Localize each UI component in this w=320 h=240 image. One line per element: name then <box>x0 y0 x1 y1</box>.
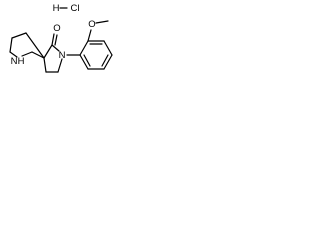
benzene-bond-1 <box>79 40 89 56</box>
lactam-n-label: N <box>59 50 66 61</box>
carbonyl-bond-a <box>51 33 55 46</box>
carbonyl-o-label: O <box>53 23 60 34</box>
structure-diagram: H Cl N H O N <box>0 0 140 94</box>
pyrrolidinone-ring: O N <box>43 23 66 73</box>
lactam-bond-ch2-spiro <box>43 57 47 73</box>
benzene-bond-3 <box>103 40 113 56</box>
lactam-bond-spiro-carbonyl <box>43 44 53 59</box>
piperidine-bond-n-c <box>9 51 18 58</box>
methoxy-group: O <box>87 19 109 42</box>
piperidine-ring: N H <box>9 32 45 67</box>
piperidine-bond-c-c-top <box>11 32 27 39</box>
benzene-double-bond-left <box>83 54 91 67</box>
benzene-double-bond-right <box>101 54 109 67</box>
aryl-o-bond <box>87 29 92 42</box>
piperidine-bond-c-n <box>21 51 33 57</box>
o-methyl-bond <box>95 20 109 24</box>
benzene-ring <box>79 40 113 70</box>
piperidine-bond-c-spiro <box>25 32 45 59</box>
amine-h-label: H <box>18 56 25 67</box>
amine-n-label: N <box>11 56 18 67</box>
hcl-salt: H Cl <box>53 3 80 14</box>
benzene-bond-6 <box>79 54 89 70</box>
hcl-h-label: H <box>53 3 60 14</box>
ether-o-label: O <box>88 19 95 30</box>
carbonyl-bond-b <box>54 34 58 46</box>
lactam-bond-carbonyl-n <box>51 44 60 52</box>
piperidine-bond-spiro-c <box>31 51 45 59</box>
hcl-cl-label: Cl <box>71 3 80 14</box>
benzene-bond-4 <box>103 54 113 70</box>
piperidine-bond-c-c-left <box>9 37 13 53</box>
lactam-bond-n-ch2 <box>57 58 63 73</box>
molecule-drawing: H Cl N H O N <box>9 3 113 73</box>
